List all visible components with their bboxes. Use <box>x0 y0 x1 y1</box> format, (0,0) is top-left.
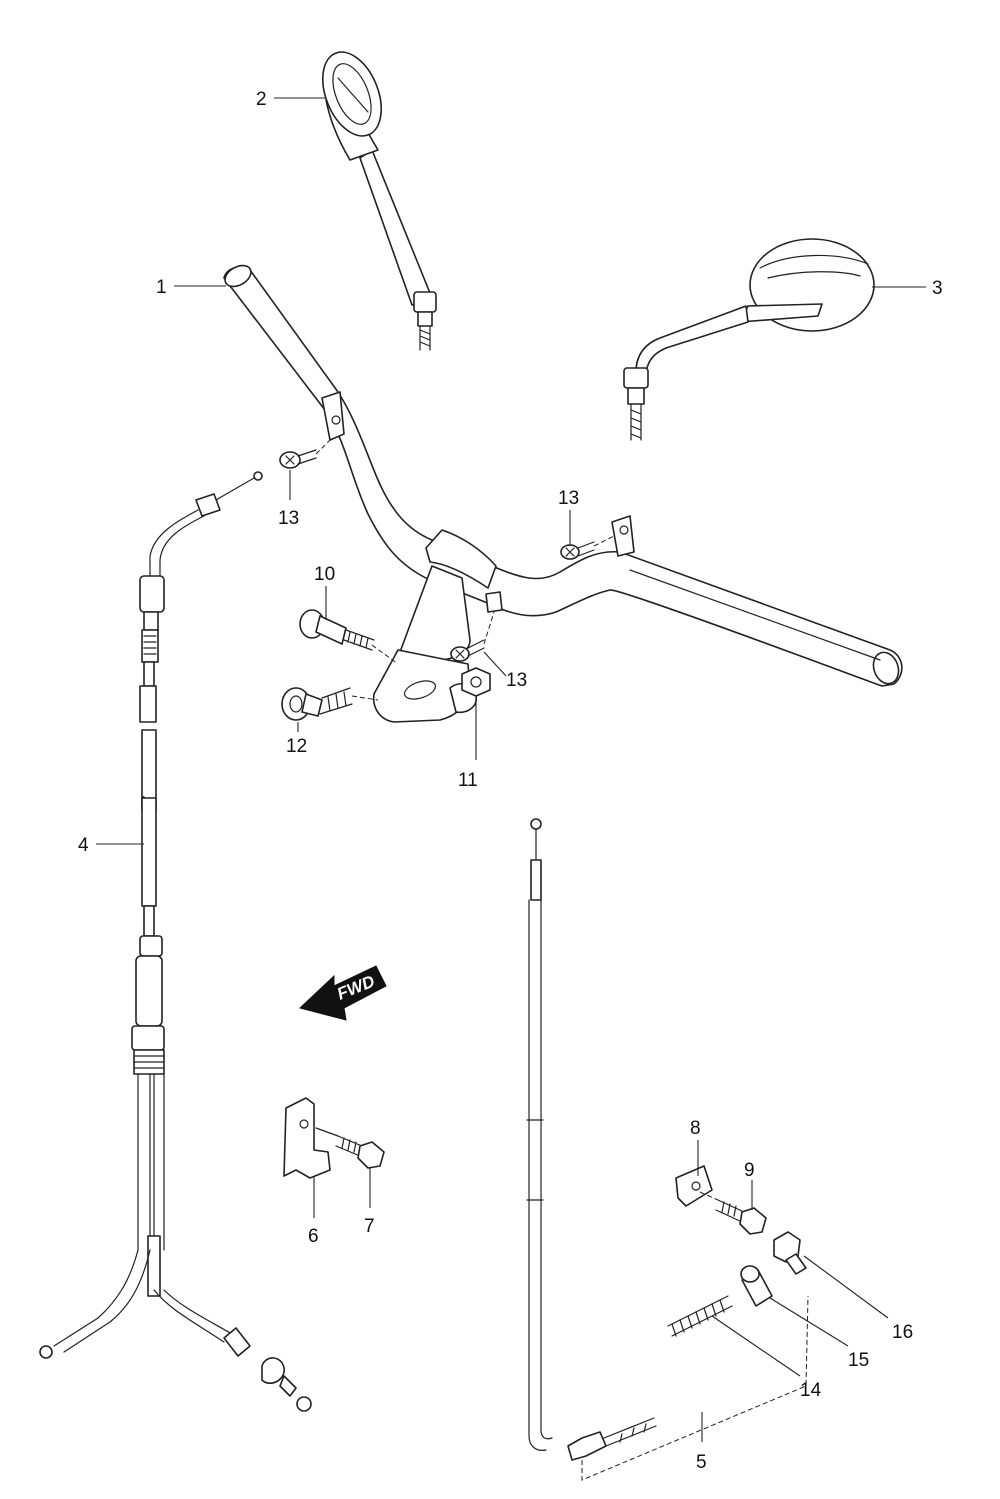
adjuster-16 <box>773 1231 807 1275</box>
callout-12: 12 <box>286 736 307 757</box>
bolt-7 <box>315 1127 385 1169</box>
callouts: 2 3 1 13 13 10 13 12 11 4 8 9 6 7 16 15 … <box>78 89 943 1473</box>
collar-15 <box>740 1265 773 1307</box>
callout-2: 2 <box>256 89 267 110</box>
throttle-cable <box>39 471 312 1412</box>
callout-5: 5 <box>696 1452 707 1473</box>
callout-11: 11 <box>458 770 478 791</box>
callout-4: 4 <box>78 835 89 856</box>
screw-13a <box>279 439 331 469</box>
cable-clamp-6 <box>283 1097 331 1179</box>
bolt-9 <box>699 1191 767 1235</box>
left-mirror <box>321 51 437 351</box>
callout-8: 8 <box>690 1118 701 1139</box>
bolt-10 <box>299 609 399 665</box>
leader-lines <box>96 97 926 1442</box>
screw-13c <box>450 611 495 662</box>
callout-13c: 13 <box>506 670 527 691</box>
callout-14: 14 <box>800 1380 822 1401</box>
bolt-12 <box>281 687 379 721</box>
callout-3: 3 <box>932 278 943 299</box>
handlebar <box>223 264 903 723</box>
plate-8 <box>675 1165 713 1207</box>
brake-cable <box>526 818 809 1481</box>
callout-6: 6 <box>308 1226 319 1247</box>
callout-10: 10 <box>314 564 335 585</box>
spring-14 <box>667 1295 733 1337</box>
callout-13b: 13 <box>558 488 579 509</box>
callout-7: 7 <box>364 1216 375 1237</box>
callout-1: 1 <box>156 277 167 298</box>
right-mirror <box>623 238 875 441</box>
callout-13a: 13 <box>278 508 299 529</box>
callout-16: 16 <box>892 1322 913 1343</box>
forward-arrow: FWD <box>298 965 387 1021</box>
callout-15: 15 <box>848 1350 869 1371</box>
callout-9: 9 <box>744 1160 755 1181</box>
nut-11 <box>461 667 491 697</box>
